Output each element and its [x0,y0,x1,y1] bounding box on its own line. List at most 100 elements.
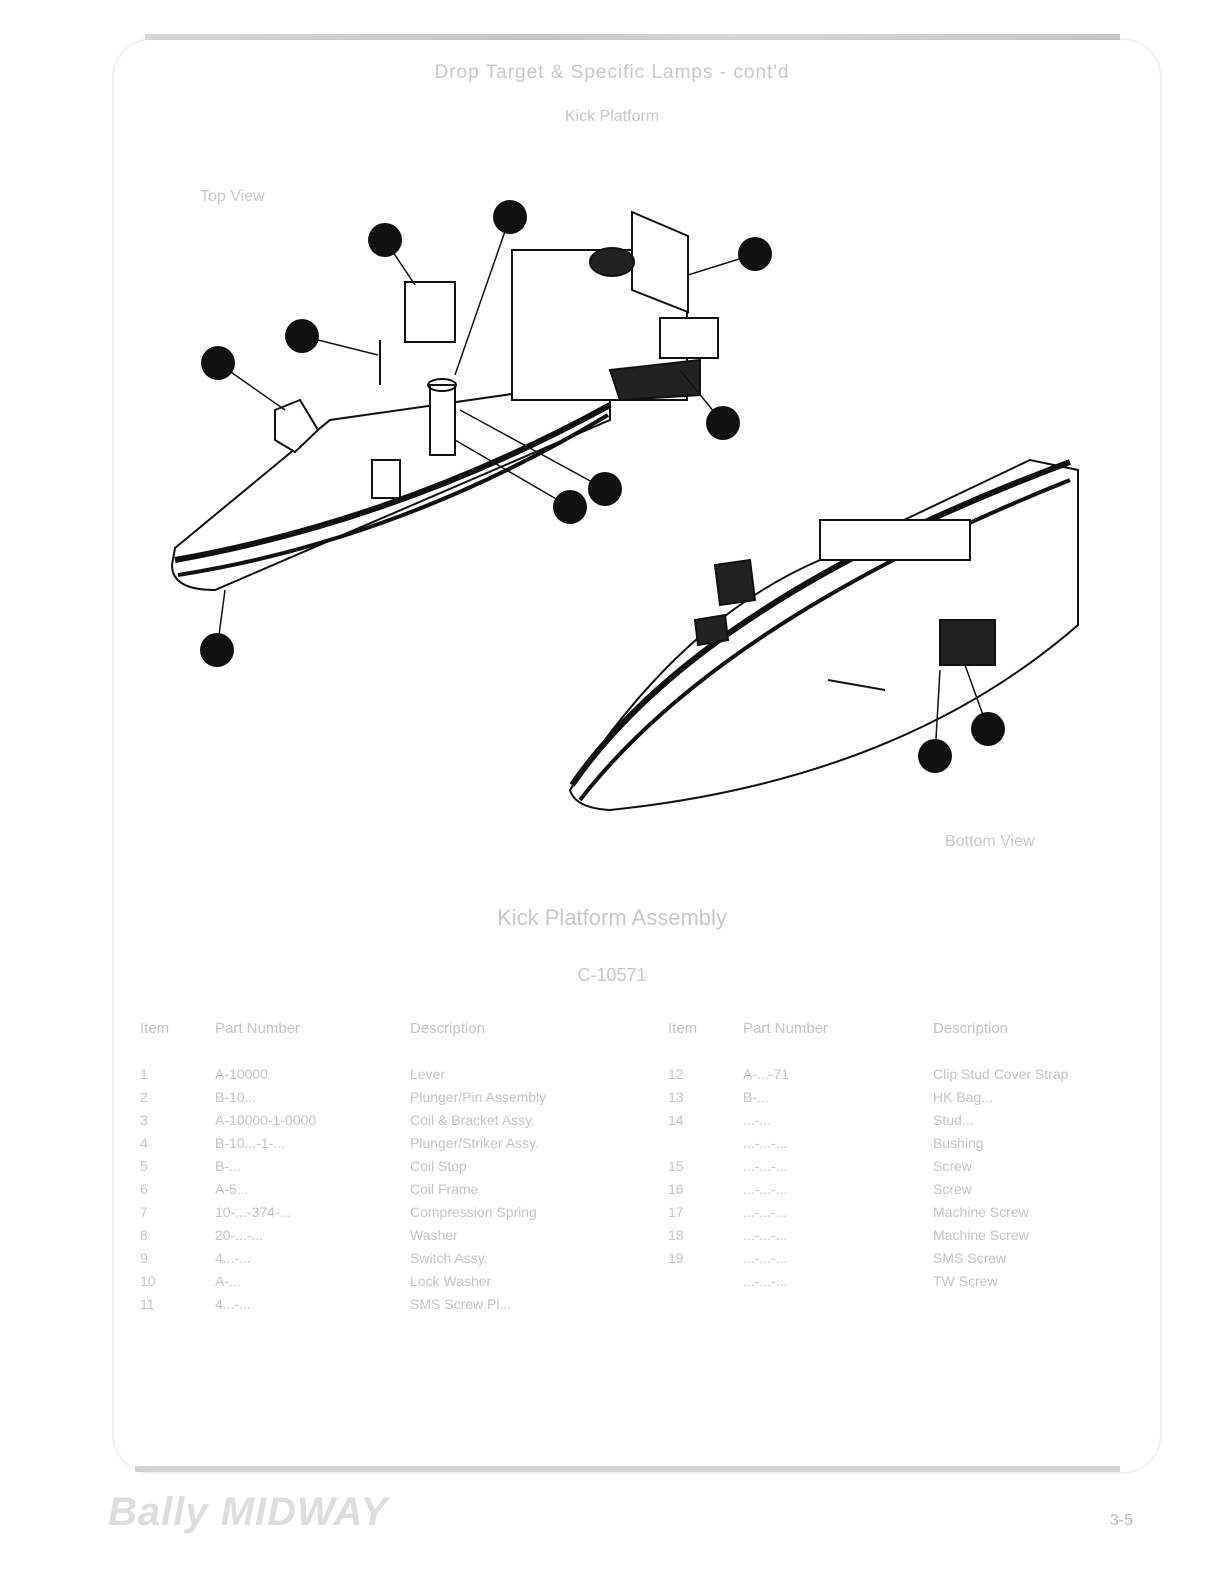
cell-item: 15 [668,1158,684,1174]
scan-edge-bottom [135,1466,1120,1472]
cell-desc: Lever [410,1066,446,1082]
table-row: 17...-...-...Machine Screw [668,1204,1153,1227]
table-row: 12 A-...-71 Clip Stud Cover Strap [668,1066,1153,1089]
cell-desc: TW Screw [933,1273,998,1289]
page-number: 3-5 [1110,1512,1134,1529]
cell-part: B-... [215,1158,241,1174]
col-desc: Description [410,1020,486,1037]
cell-part: 4...-... [215,1296,251,1312]
scan-edge-top [145,34,1120,40]
callout-marker [588,472,622,506]
page-title: Drop Target & Specific Lamps - cont'd [434,62,790,83]
callout-marker [368,223,402,257]
callout-marker [918,739,952,773]
cell-item: 4 [140,1135,148,1151]
cell-desc: Machine Screw [933,1204,1029,1220]
col-item: Item [668,1020,698,1037]
callout-marker [971,712,1005,746]
cell-desc: Coil Frame [410,1181,479,1197]
cell-part: ...-...-... [743,1227,788,1243]
table-row: ...-...-...Bushing [668,1135,1153,1158]
cell-part: A-10000 [215,1066,268,1082]
cell-item: 10 [140,1273,156,1289]
cell-desc: SMS Screw Pl... [410,1296,512,1312]
cell-desc: Coil & Bracket Assy. [410,1112,536,1128]
table-row: 13 B-... HK Bag... [668,1089,1153,1112]
assembly-number: C-10571 [577,965,647,985]
cell-desc: Machine Screw [933,1227,1029,1243]
cell-part: B-10...-1-... [215,1135,286,1151]
col-item: Item [140,1020,170,1037]
col-part: Part Number [215,1020,301,1037]
cell-part: ...-... [743,1112,771,1128]
cell-part: B-... [743,1089,769,1105]
cell-desc: HK Bag... [933,1089,993,1105]
callout-marker [738,237,772,271]
cell-desc: Screw [933,1158,972,1174]
cell-part: ...-...-... [743,1250,788,1266]
bottom-view-label: Bottom View [945,833,1035,850]
table-row: 14...-...Stud... [668,1112,1153,1135]
cell-desc: Stud... [933,1112,974,1128]
top-view-drawing [170,210,719,592]
table-row: 4 B-10...-1-... Plunger/Striker Assy. [140,1135,650,1158]
callout-marker [553,490,587,524]
cell-item: 8 [140,1227,148,1243]
cell-desc: Compression Spring [410,1204,537,1220]
cell-item: 3 [140,1112,148,1128]
table-row: 11 4...-... SMS Screw Pl... [140,1296,650,1319]
col-desc: Description [933,1020,1009,1037]
cell-item: 19 [668,1250,684,1266]
cell-item [668,1273,743,1296]
cell-part: A-10000-1-0000 [215,1112,317,1128]
cell-desc: Washer [410,1227,458,1243]
top-view-label: Top View [200,188,265,205]
cell-part: 4...-... [215,1250,251,1266]
bottom-view-drawing [568,458,1079,812]
cell-item: 9 [140,1250,148,1266]
cell-desc: Plunger/Striker Assy. [410,1135,539,1151]
table-row: 16...-...-...Screw [668,1181,1153,1204]
cell-item: 13 [668,1089,684,1105]
cell-item: 7 [140,1204,148,1220]
parts-table-right: Item Part Number Description 12 A-...-71 C… [668,1020,1153,1296]
table-row: 18...-...-...Machine Screw [668,1227,1153,1250]
table-row: 3 A-10000-1-0000 Coil & Bracket Assy. [140,1112,650,1135]
table-header: Item Part Number Description [668,1020,1153,1066]
cell-part: ...-...-... [743,1158,788,1174]
cell-desc: Plunger/Pin Assembly [410,1089,547,1105]
table-header: Item Part Number Description [140,1020,650,1066]
cell-part: A-5... [215,1181,249,1197]
table-row: 8 20-...-... Washer [140,1227,650,1250]
cell-part: ...-...-... [743,1204,788,1220]
callout-marker [706,406,740,440]
table-row: ...-...-... TW Screw [668,1273,1153,1296]
cell-desc: Lock Washer [410,1273,492,1289]
cell-part: ...-...-... [743,1273,788,1289]
cell-item: 16 [668,1181,684,1197]
callout-markers [200,200,1005,773]
callout-marker [285,319,319,353]
table-row: 15 ...-...-... Screw [668,1158,1153,1181]
assembly-title: Kick Platform Assembly [497,905,727,930]
cell-item: 12 [668,1066,684,1082]
cell-item: 2 [140,1089,148,1105]
cell-item: 5 [140,1158,148,1174]
cell-part: 10-...-374-... [215,1204,292,1220]
page-subtitle: Kick Platform [564,108,660,125]
cell-part: 20-...-... [215,1227,264,1243]
cell-desc: Clip Stud Cover Strap [933,1066,1069,1082]
cell-part: ...-...-... [743,1135,788,1151]
callout-marker [201,346,235,380]
callout-marker [493,200,527,234]
cell-item: 11 [140,1296,155,1312]
table-row: 7 10-...-374-... Compression Spring [140,1204,650,1227]
table-row: 19...-...-...SMS Screw [668,1250,1153,1273]
cell-part: A-...-71 [743,1066,789,1082]
